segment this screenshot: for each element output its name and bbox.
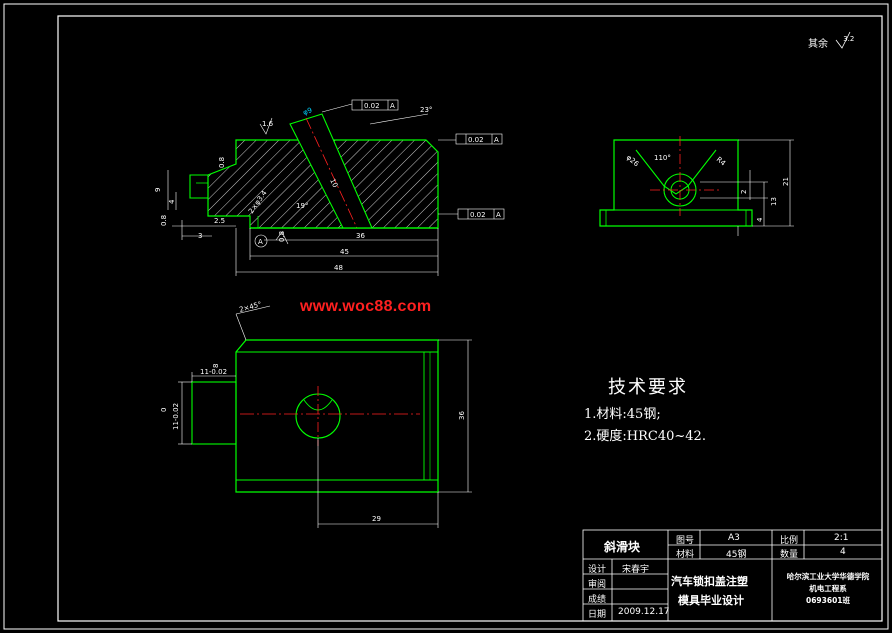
dim-side-21: 21 [782,177,790,186]
scale-label: 比例 [780,536,799,546]
tech-requirement-item: 1.材料:45钢; [584,407,661,422]
dim-r4: R4 [715,155,728,167]
watermark-text: www.woc88.com [300,298,432,315]
dim-10: 10 [328,177,339,188]
inner-border [57,15,883,622]
dim-angle-19: 19° [296,202,308,210]
ra-0-8-bottom: 0.8 [278,231,286,242]
ra-1-6: 1.6 [262,120,274,128]
roughness-symbol-icon [835,31,851,49]
title-block-grid [582,529,883,622]
tech-requirements-title: 技术要求 [608,377,688,398]
dim-top-29: 29 [372,515,381,523]
ra-0-8-left: 0.8 [218,157,226,168]
ra-0-8-small: 0.8 [160,215,168,226]
department-name: 机电工程系 [809,584,847,593]
bore-axis [305,117,358,229]
design-label: 设计 [588,565,607,575]
dim-top-0: 0 [160,408,168,412]
side-v-groove [635,149,717,195]
date-value: 2009.12.17 [618,607,670,617]
scale-value: 2:1 [834,533,849,543]
class-name: 0693601班 [805,596,851,605]
dim-2-5: 2.5 [214,217,225,225]
tech-requirement-item: 2.硬度:HRC40~42. [584,429,706,444]
side-view: φ26 110° R4 2 13 21 4 [599,136,794,236]
dim-side-4: 4 [756,217,764,222]
tol-perpendicular: 0.02 [470,211,486,219]
dim-36: 36 [356,232,365,240]
dim-3: 3 [198,232,202,240]
roughness-note-label: 其余 [808,39,828,50]
dim-phi9: φ9 [302,106,313,117]
top-left-tongue [191,381,237,445]
top-view: 2×45° 8 11-0.02 0 11-0.02 36 29 [160,300,472,528]
dim-45: 45 [340,248,349,256]
tol-angularity: 0.02 [364,102,380,110]
tol-top: 11-0.02 [200,368,227,376]
tol-left: 11-0.02 [172,403,180,430]
designer-name: 宋春宇 [622,565,650,575]
dim-top-36: 36 [458,411,466,420]
roughness-note: 其余 3.2 [808,35,854,50]
tol-perpendicular-datum: A [496,211,501,219]
roughness-note-value: 3.2 [843,35,855,43]
dim-angle-23: 23° [420,106,432,114]
date-label: 日期 [588,610,607,620]
tol-angularity-datum: A [390,102,395,110]
outer-border [3,3,889,630]
dim-side-13: 13 [770,197,778,206]
grade-label: 成绩 [588,595,607,605]
school-name: 哈尔滨工业大学华德学院 [786,572,870,581]
review-label: 审阅 [588,580,607,590]
dim-9: 9 [154,188,162,192]
front-left-tongue [189,174,208,199]
dim-phi26: φ26 [625,153,641,168]
dim-chamfer-45: 2×45° [238,300,262,314]
dim-top-8: 8 [212,364,220,368]
drawing-no-value: A3 [728,533,740,543]
dim-side-2: 2 [740,190,748,194]
tol-parallel: 0.02 [468,136,484,144]
project-title-line2: 模具毕业设计 [678,594,744,607]
quantity-value: 4 [840,547,846,557]
project-title-line1: 汽车锁扣盖注塑 [671,575,748,588]
top-outline [235,339,439,493]
quantity-label: 数量 [780,550,799,560]
drawing-no-label: 图号 [676,536,695,546]
datum-a: A [258,238,263,246]
dim-4: 4 [168,199,176,204]
front-section-view: φ9 23° 0.02 A 0.02 A 0.02 A A 1.6 0.8 0.… [154,99,505,276]
dim-48: 48 [334,264,343,272]
side-outline [599,139,753,227]
dim-angle-110: 110° [654,154,671,162]
part-name: 斜滑块 [604,540,641,554]
material-value: 45钢 [726,550,747,560]
material-label: 材料 [676,550,695,560]
tol-parallel-datum: A [494,136,499,144]
